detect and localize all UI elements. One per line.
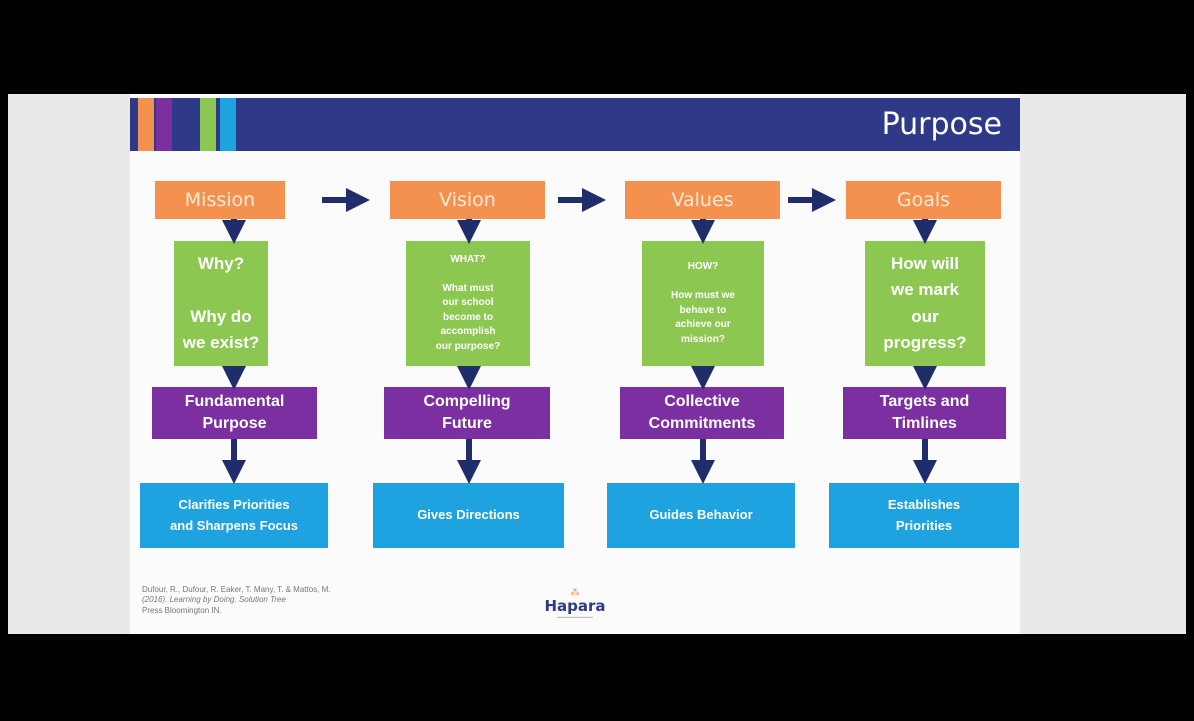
slide-title: Purpose (881, 107, 1002, 142)
vision-result-box: Compelling Future (384, 387, 550, 439)
goals-question-box: How will we mark our progress? (865, 241, 985, 366)
video-letterbox-bottom (0, 634, 1194, 721)
goals-result-box: Targets and Timlines (843, 387, 1006, 439)
values-question-box: HOW? How must we behave to achieve our m… (642, 241, 764, 366)
citation-line-2: (2016). Learning by Doing. Solution Tree (142, 595, 286, 605)
color-stripe-orange (138, 98, 154, 151)
hapara-logo: ⁂ Hapara ━━━━━━━━━━━━ (535, 587, 615, 622)
arrows-layer (222, 188, 937, 484)
mission-result-box: Fundamental Purpose (152, 387, 317, 439)
slide-margin-left (8, 94, 130, 634)
presentation-slide: Purpose Mission Why? Why do we exist? Fu… (130, 94, 1020, 634)
color-stripe-green (200, 98, 216, 151)
vision-outcome-box: Gives Directions (373, 483, 564, 548)
goals-outcome-box: Establishes Priorities (829, 483, 1019, 548)
color-stripe-navy (174, 98, 190, 151)
color-stripe-blue (220, 98, 236, 151)
values-box: Values (625, 181, 780, 219)
mission-box: Mission (155, 181, 285, 219)
vision-box: Vision (390, 181, 545, 219)
logo-text: Hapara (544, 597, 606, 615)
logo-tagline-mark: ━━━━━━━━━━━━ (556, 615, 594, 621)
mission-question-box: Why? Why do we exist? (174, 241, 268, 366)
logo-mark-icon: ⁂ (570, 587, 580, 597)
vision-question-box: WHAT? What must our school become to acc… (406, 241, 530, 366)
title-bar: Purpose (130, 98, 1020, 151)
video-letterbox-top (0, 0, 1194, 94)
goals-box: Goals (846, 181, 1001, 219)
citation: Dufour, R., Dufour, R. Eaker, T. Many, T… (142, 585, 462, 616)
values-outcome-box: Guides Behavior (607, 483, 795, 548)
values-result-box: Collective Commitments (620, 387, 784, 439)
citation-line-1: Dufour, R., Dufour, R. Eaker, T. Many, T… (142, 585, 331, 594)
citation-line-3: Press Bloomington IN. (142, 605, 222, 615)
slide-margin-right (1020, 94, 1186, 634)
mission-outcome-box: Clarifies Priorities and Sharpens Focus (140, 483, 328, 548)
color-stripe-purple (156, 98, 172, 151)
